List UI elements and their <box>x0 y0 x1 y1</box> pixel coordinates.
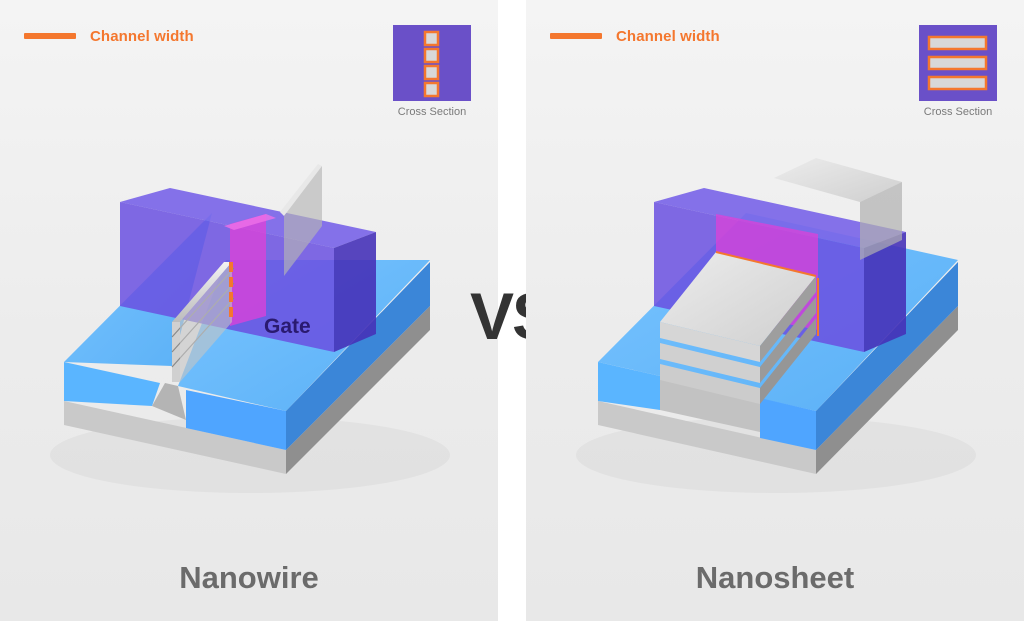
gate-label: Gate <box>264 315 311 338</box>
nanosheet-stack <box>660 158 902 404</box>
channel-width-legend: Channel width <box>550 26 720 46</box>
cross-section-caption: Cross Section <box>923 106 993 118</box>
nanowire-panel: Channel width Cross Section <box>0 0 498 621</box>
nanosheet-title: Nanosheet <box>695 560 855 595</box>
nanowire-device-illustration: Gate <box>50 164 450 493</box>
channel-width-swatch <box>24 33 76 39</box>
channel-width-label: Channel width <box>90 27 194 45</box>
cross-section-inset: Cross Section <box>919 25 997 118</box>
nanowire-cross-section-icon <box>393 25 471 101</box>
nanosheet-device-illustration <box>576 158 976 493</box>
substrate-block <box>64 306 430 474</box>
channel-width-swatch <box>550 33 602 39</box>
channel-width-label: Channel width <box>616 27 720 45</box>
nanowire-stack <box>171 164 322 382</box>
cross-section-inset: Cross Section <box>393 25 471 118</box>
nanosheet-cross-section-icon <box>919 25 997 101</box>
nanowire-title: Nanowire <box>179 560 319 595</box>
nanosheet-panel: Channel width Cross Section <box>526 0 1024 621</box>
channel-width-legend: Channel width <box>24 26 194 46</box>
substrate-block <box>598 306 958 474</box>
cross-section-caption: Cross Section <box>397 106 467 118</box>
